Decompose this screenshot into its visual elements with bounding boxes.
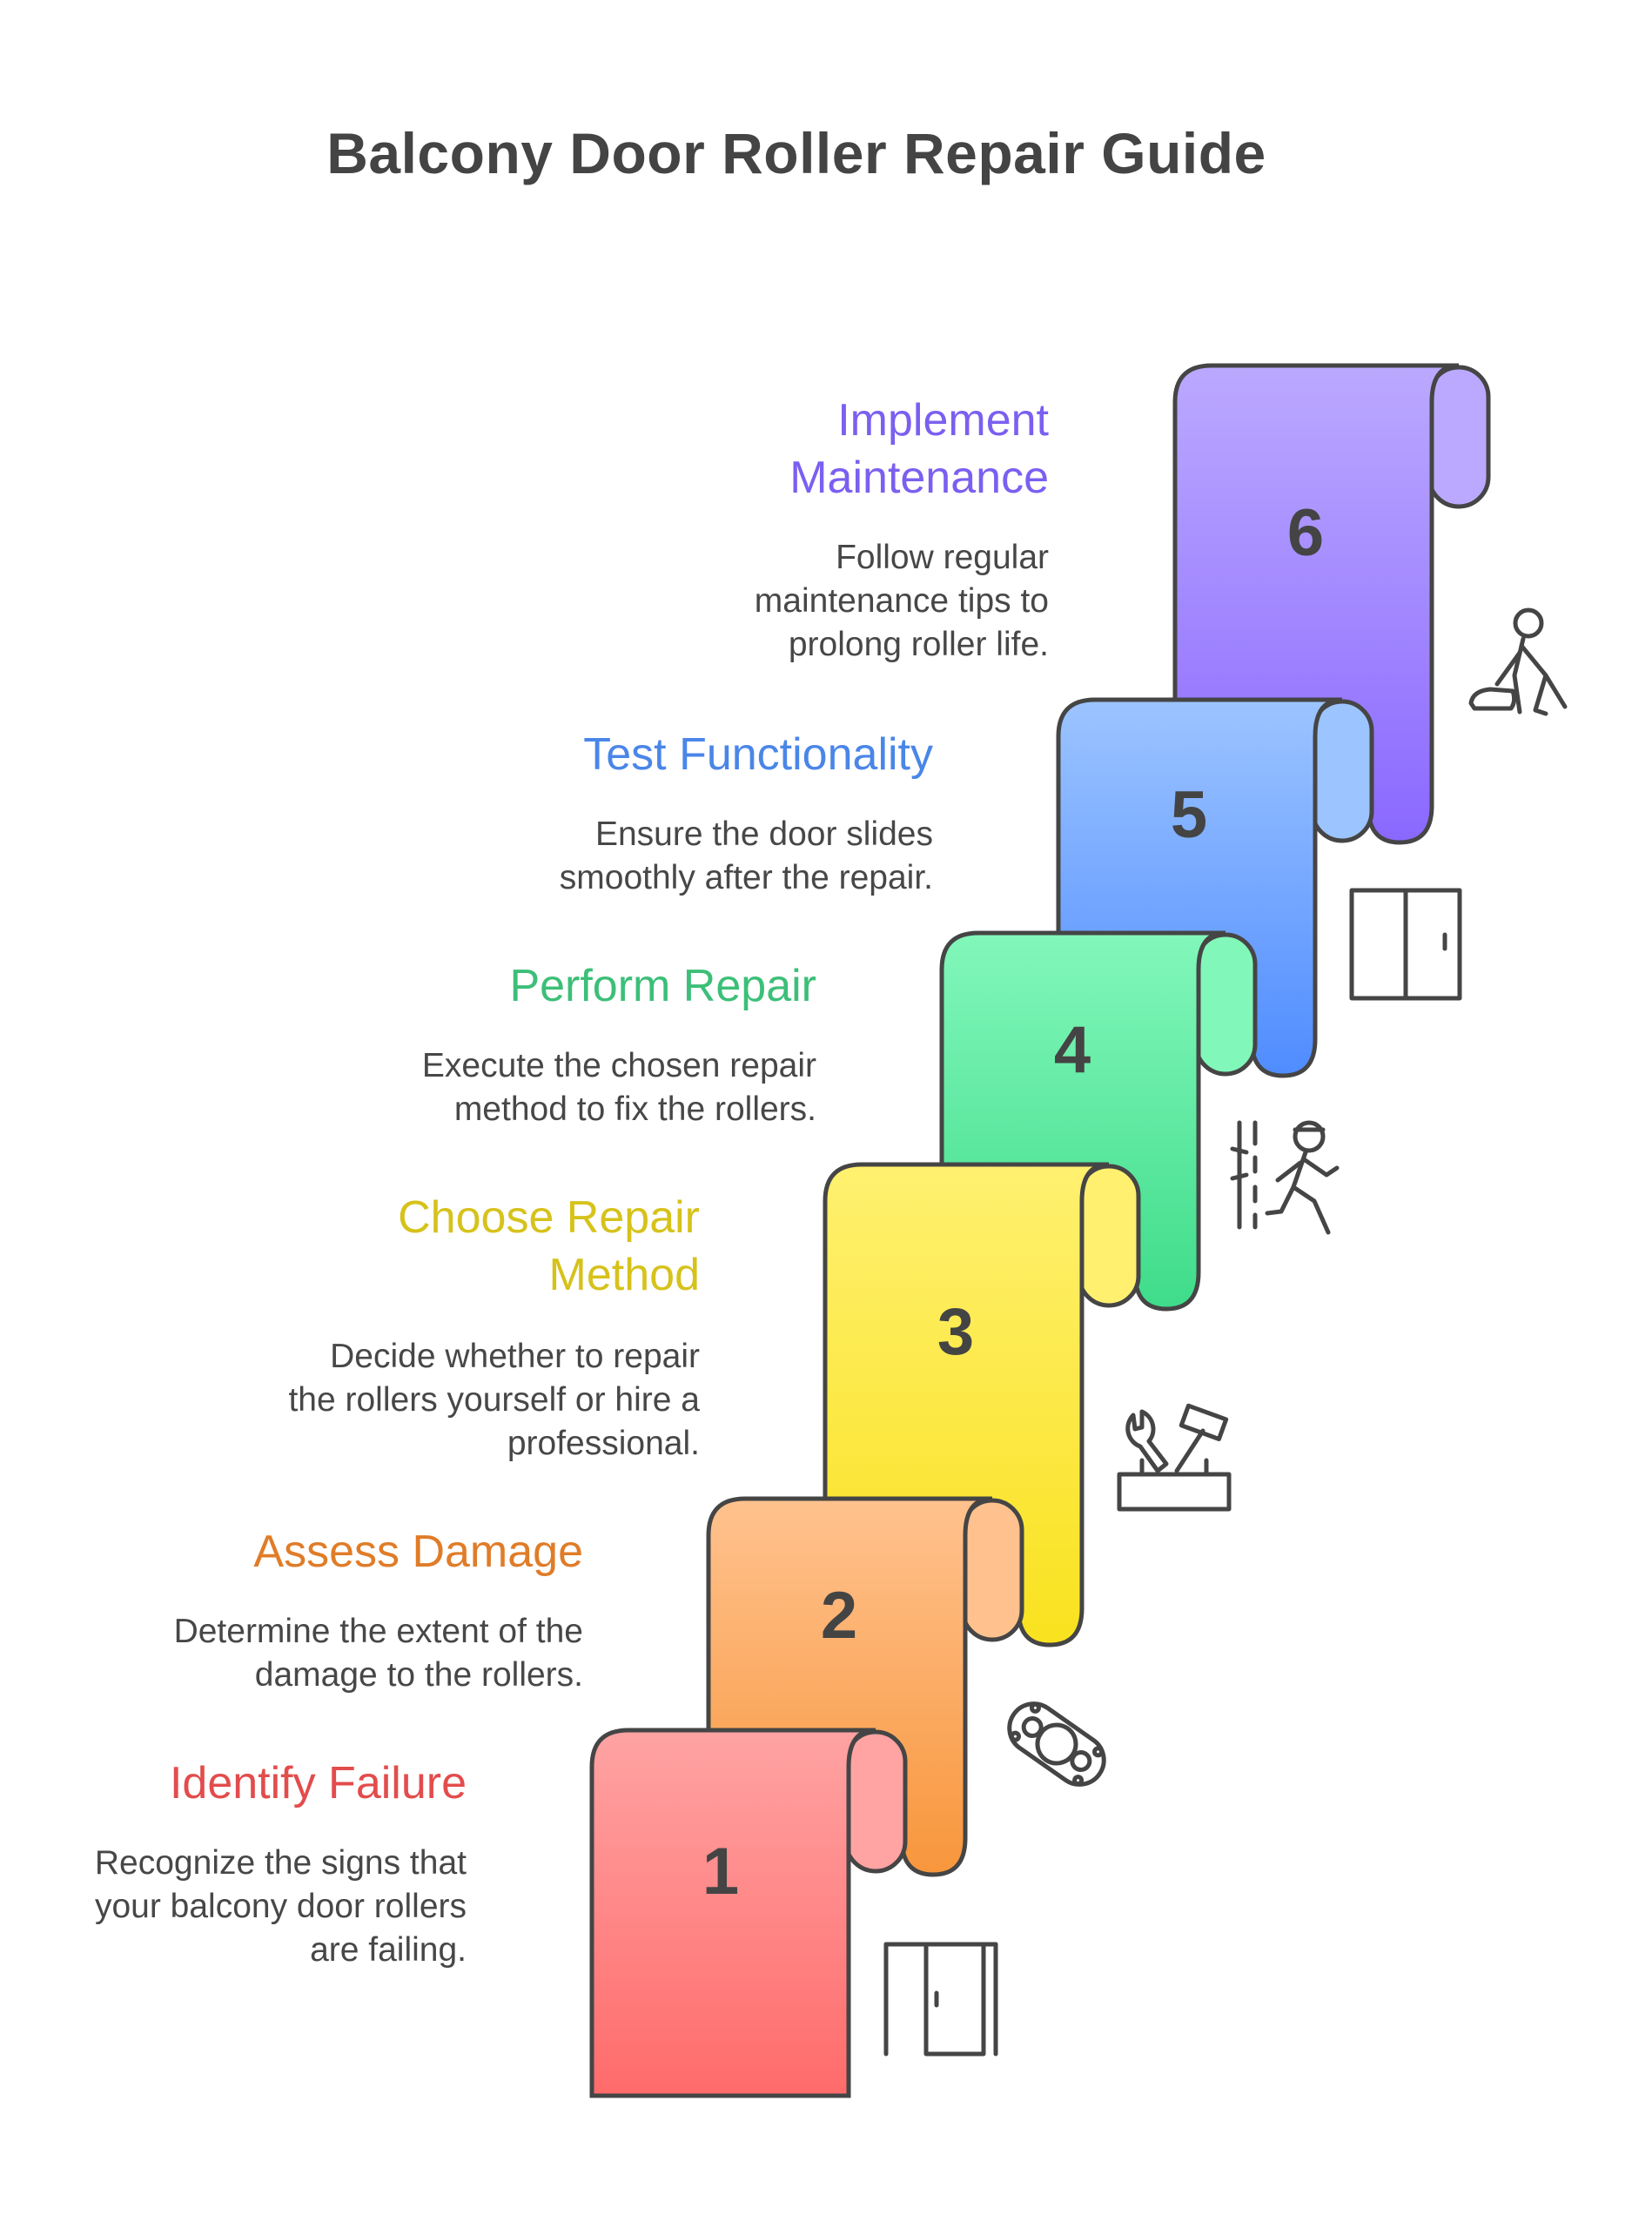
- step-1-title: Identify Failure: [169, 1758, 467, 1809]
- step-1-banner: 1: [589, 1728, 908, 2098]
- step-5-title: Test Functionality: [583, 729, 933, 780]
- step-4-description: Execute the chosen repair method to fix …: [421, 1047, 816, 1128]
- door-icon: [883, 1942, 998, 2057]
- step-3-description: Decide whether to repair the rollers you…: [288, 1338, 700, 1462]
- step-5-number: 5: [1171, 778, 1207, 852]
- step-6-number: 6: [1287, 496, 1324, 570]
- step-6-title: Implement Maintenance: [789, 395, 1049, 503]
- cleaning-person-icon: [1468, 607, 1568, 716]
- step-3-number: 3: [937, 1295, 974, 1369]
- step-4-title: Perform Repair: [509, 961, 816, 1011]
- step-1-description: Recognize the signs that your balcony do…: [94, 1844, 467, 1969]
- toolbox-icon: [1117, 1403, 1232, 1512]
- page-title: Balcony Door Roller Repair Guide: [326, 121, 1266, 185]
- roller-chain-icon: [1007, 1701, 1106, 1787]
- step-6-description: Follow regular maintenance tips to prolo…: [754, 539, 1049, 663]
- sliding-door-icon: [1349, 888, 1462, 1001]
- step-2-description: Determine the extent of the damage to th…: [173, 1613, 583, 1694]
- step-5-description: Ensure the door slides smoothly after th…: [559, 815, 933, 896]
- step-2-number: 2: [821, 1579, 857, 1653]
- step-4-number: 4: [1054, 1013, 1091, 1087]
- step-2-title: Assess Damage: [253, 1527, 583, 1577]
- step-3-title: Choose Repair Method: [398, 1192, 700, 1300]
- step-1-number: 1: [702, 1835, 739, 1909]
- worker-repair-icon: [1230, 1120, 1340, 1235]
